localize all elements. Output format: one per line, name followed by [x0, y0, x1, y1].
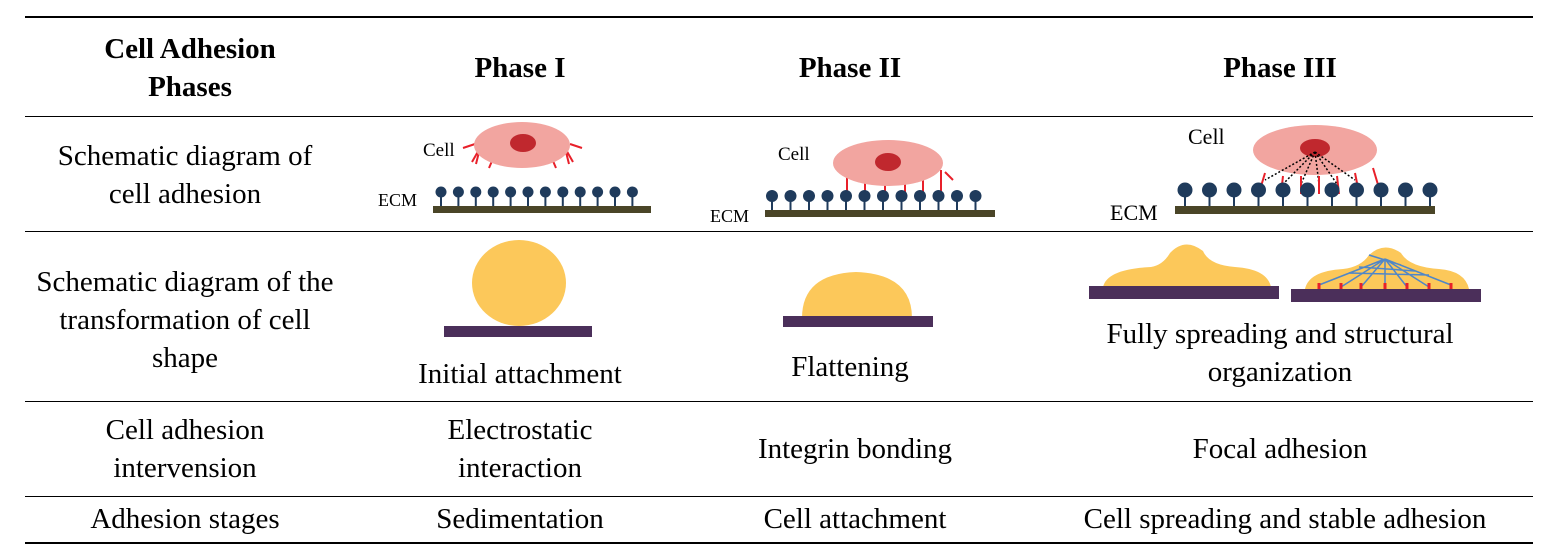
ecm-proteins [766, 190, 982, 210]
nucleus [875, 153, 901, 171]
phase2-adhesion-diagram: Cell ECM [710, 140, 995, 226]
header-phase-1: Phase I [474, 52, 566, 84]
organized-cell [1305, 247, 1469, 289]
substrate [783, 316, 933, 327]
ecm-proteins [1177, 182, 1438, 206]
ecm-protein-head [951, 190, 963, 202]
ecm-protein-head [784, 190, 797, 202]
phase3-shape-diagram-spreading [1089, 244, 1279, 299]
spread-cell [1103, 244, 1271, 287]
ecm-label: ECM [378, 190, 417, 210]
ecm-base [433, 206, 651, 213]
ecm-protein-head [803, 190, 815, 202]
focal-adhesions [1317, 283, 1453, 291]
substrate [1291, 289, 1481, 302]
ecm-protein-head [1177, 182, 1193, 198]
cell-label: Cell [1188, 124, 1225, 149]
phase3-shape-diagram-organized [1291, 247, 1481, 302]
ecm-protein-head [821, 190, 834, 202]
ecm-protein-head [877, 190, 889, 202]
ecm-protein-head [914, 190, 926, 202]
ecm-protein-head [1251, 182, 1266, 198]
intervention-phase-1: Electrostatic interaction [447, 414, 593, 484]
row-label-intervention: Cell adhesion intervension [105, 414, 265, 484]
stress-fibers [1318, 254, 1452, 288]
ecm-protein-head [539, 186, 551, 198]
ecm-protein-head [1202, 182, 1217, 198]
ecm-protein-head [470, 186, 482, 198]
ecm-protein-head [932, 190, 945, 202]
shape-caption-phase-2: Flattening [791, 351, 909, 383]
ecm-protein-head [574, 186, 586, 198]
ecm-protein-head [609, 186, 621, 198]
phase1-shape-diagram [444, 240, 592, 337]
ecm-protein-head [522, 186, 534, 198]
header-phase-3: Phase III [1223, 52, 1337, 84]
nucleus [510, 134, 536, 152]
header-phase-2: Phase II [798, 52, 902, 84]
intervention-phase-2: Integrin bonding [757, 433, 953, 465]
intervention-phase-3: Focal adhesion [1192, 433, 1368, 465]
cell-label: Cell [423, 140, 455, 161]
round-cell [472, 240, 566, 326]
ecm-protein-head [505, 186, 517, 198]
ecm-proteins [435, 186, 638, 206]
ecm-protein-head [1300, 182, 1315, 198]
ecm-base [1175, 206, 1435, 214]
cell-label: Cell [778, 144, 810, 165]
ecm-protein-head [840, 190, 852, 202]
phase1-adhesion-diagram: Cell ECM [378, 122, 651, 213]
row-rule [25, 496, 1533, 497]
ecm-protein-head [592, 186, 604, 198]
row-rule [25, 231, 1533, 232]
ecm-label: ECM [710, 206, 749, 226]
ecm-protein-head [487, 186, 499, 198]
integrin-receptors [846, 170, 954, 194]
table-top-rule [25, 16, 1533, 18]
ecm-protein-head [1324, 182, 1340, 198]
header-rule [25, 116, 1533, 117]
substrate [1089, 286, 1279, 299]
ecm-protein-head [1422, 182, 1438, 198]
table-bottom-rule [25, 542, 1533, 544]
ecm-protein-head [1373, 182, 1389, 198]
ecm-protein-head [626, 186, 638, 198]
stage-phase-2: Cell attachment [763, 503, 947, 535]
ecm-protein-head [969, 190, 982, 202]
flattened-cell [802, 272, 912, 318]
row-label-shape-schematic: Schematic diagram of the transformation … [36, 266, 334, 374]
phase2-shape-diagram [783, 272, 933, 327]
cytoskeleton-fibers [1264, 151, 1356, 185]
shape-caption-phase-3: Fully spreading and structural organizat… [1106, 318, 1454, 388]
ecm-protein-head [435, 186, 447, 198]
shape-caption-phase-1: Initial attachment [418, 358, 622, 390]
ecm-protein-head [895, 190, 908, 202]
ecm-base [765, 210, 995, 217]
ecm-protein-head [1275, 182, 1291, 198]
row-label-stages: Adhesion stages [90, 503, 280, 535]
ecm-protein-head [858, 190, 871, 202]
row-rule [25, 401, 1533, 402]
ecm-protein-head [557, 186, 569, 198]
row-label-adhesion-schematic: Schematic diagram of cell adhesion [57, 140, 313, 210]
stage-phase-3: Cell spreading and stable adhesion [1083, 503, 1487, 535]
ecm-protein-head [766, 190, 778, 202]
nucleus [1300, 139, 1330, 157]
stage-phase-1: Sedimentation [436, 503, 604, 535]
ecm-label: ECM [1110, 200, 1158, 225]
ecm-protein-head [1226, 182, 1242, 198]
ecm-protein-head [452, 186, 464, 198]
header-row-label: Cell Adhesion Phases [104, 33, 276, 103]
ecm-protein-head [1349, 182, 1364, 198]
phase3-adhesion-diagram: Cell ECM [1110, 124, 1438, 225]
substrate [444, 326, 592, 337]
ecm-protein-head [1398, 182, 1413, 198]
